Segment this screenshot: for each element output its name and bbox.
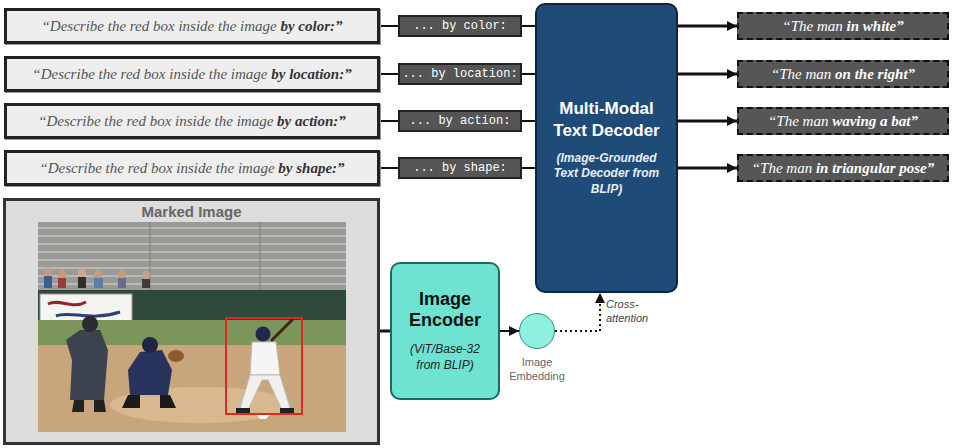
- prompt-box: “Describe the red box inside the image b…: [4, 8, 380, 44]
- encoder-box: Image Encoder (ViT/Base-32 from BLIP): [390, 262, 500, 400]
- prompt-tag: ... by action:: [398, 110, 522, 132]
- connector-line: [678, 25, 737, 28]
- connector-line: [522, 167, 535, 169]
- decoder-box: Multi-Modal Text Decoder (Image-Grounded …: [535, 3, 678, 293]
- emphasis: on the right”: [835, 66, 915, 82]
- embedding-circle: Image Embedding: [519, 313, 555, 349]
- connector-line: [380, 167, 398, 169]
- encoder-subtitle: (ViT/Base-32 from BLIP): [398, 342, 492, 373]
- prompt-text: “Describe the red box inside the image b…: [41, 18, 342, 35]
- connector-line: [555, 293, 600, 331]
- emphasis: waving a bat”: [832, 113, 918, 129]
- connector-line: [522, 25, 535, 27]
- emphasis: by color:”: [280, 18, 342, 34]
- output-box: “The man in white”: [737, 12, 949, 40]
- connector-line: [500, 330, 519, 332]
- prompt-tag: ... by location:: [398, 63, 522, 85]
- panel-title: Marked Image: [141, 203, 241, 220]
- prompt-text: “Describe the red box inside the image b…: [38, 113, 346, 130]
- connector-line: [380, 120, 398, 122]
- panel-ground: [3, 198, 380, 445]
- output-text: “The man in white”: [782, 18, 903, 35]
- baseball-photo: [38, 222, 346, 432]
- prompt-box: “Describe the red box inside the image b…: [4, 103, 380, 139]
- tag-text: ... by location:: [402, 67, 517, 81]
- emphasis: by location:”: [271, 66, 351, 82]
- output-box: “The man waving a bat”: [737, 107, 949, 135]
- decoder-subtitle: (Image-Grounded Text Decoder from BLIP): [545, 151, 668, 198]
- connector-line: [380, 25, 398, 27]
- tag-text: ... by shape:: [413, 161, 507, 175]
- tag-text: ... by action:: [410, 114, 511, 128]
- emphasis: by shape:”: [278, 160, 344, 176]
- prompt-text: “Describe the red box inside the image b…: [32, 66, 351, 83]
- prompt-box: “Describe the red box inside the image b…: [4, 56, 380, 92]
- connector-line: [522, 120, 535, 122]
- output-box: “The man on the right”: [737, 60, 949, 88]
- connector-line: [380, 330, 390, 333]
- emphasis: in white”: [847, 18, 904, 34]
- emphasis: by action:”: [277, 113, 346, 129]
- embedding-label: Image Embedding: [497, 356, 577, 384]
- tag-text: ... by color:: [413, 19, 507, 33]
- connector-line: [380, 73, 398, 75]
- prompt-tag: ... by color:: [398, 15, 522, 37]
- output-text: “The man in triangular pose”: [752, 160, 935, 177]
- connector-line: [678, 73, 737, 76]
- connector-line: [678, 120, 737, 123]
- output-box: “The man in triangular pose”: [737, 154, 949, 182]
- connector-line: [522, 73, 535, 75]
- connector-line: [678, 167, 737, 170]
- prompt-tag: ... by shape:: [398, 157, 522, 179]
- edge-label: Cross-attention: [606, 298, 668, 326]
- image-panel: Marked Image: [3, 198, 380, 445]
- encoder-title: Image Encoder: [398, 289, 492, 332]
- emphasis: in triangular pose”: [816, 160, 934, 176]
- prompt-box: “Describe the red box inside the image b…: [4, 150, 380, 186]
- output-text: “The man waving a bat”: [768, 113, 918, 130]
- decoder-title: Multi-Modal Text Decoder: [545, 98, 668, 141]
- prompt-text: “Describe the red box inside the image b…: [39, 160, 344, 177]
- output-text: “The man on the right”: [771, 66, 915, 83]
